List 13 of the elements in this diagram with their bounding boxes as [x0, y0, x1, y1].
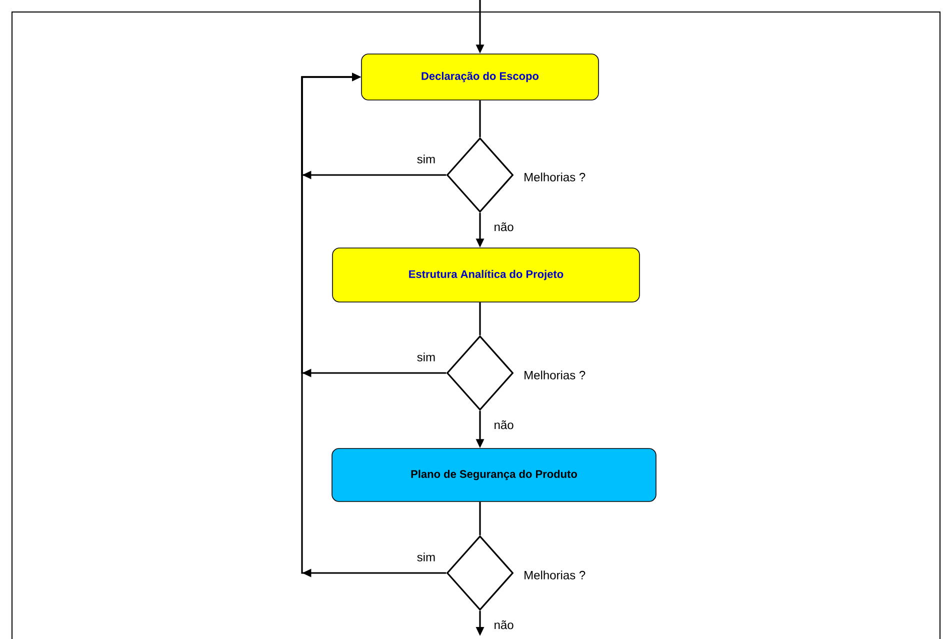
process-box: Declaração do Escopo [361, 54, 599, 100]
edge-label: não [492, 221, 515, 232]
edge-label: sim [416, 154, 437, 164]
question-label: Melhorias ? [524, 172, 586, 182]
edge-label: não [492, 619, 515, 630]
arrow [301, 72, 446, 578]
question-label: Melhorias ? [524, 370, 586, 380]
question-label: Melhorias ? [524, 570, 586, 580]
process-box: Estrutura Analítica do Projeto [332, 248, 640, 302]
process-box: Plano de Segurança do Produto [332, 448, 656, 502]
edge-label: não [492, 419, 515, 430]
edge-label: sim [416, 352, 437, 362]
edge-label: sim [416, 552, 437, 562]
